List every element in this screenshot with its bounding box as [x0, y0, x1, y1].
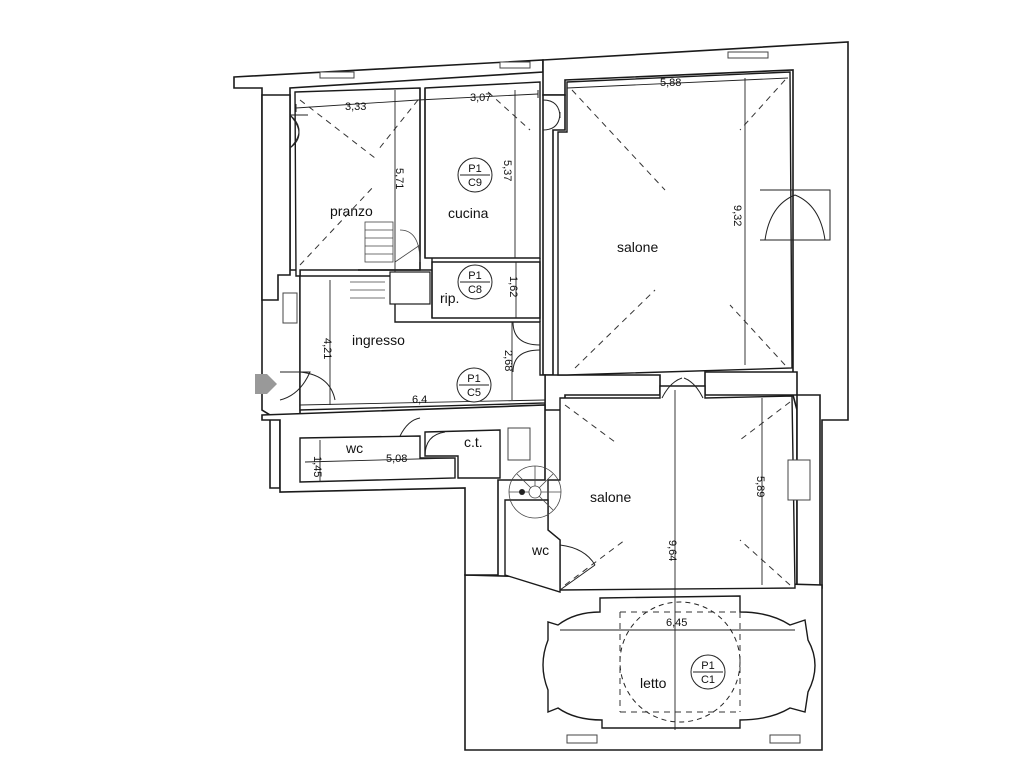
dimension-lines: [295, 77, 795, 730]
code-room-c5: C5: [467, 387, 481, 399]
wall-left-band: [261, 94, 291, 301]
room-label-salone-top: salone: [617, 239, 658, 255]
dim-6-45: 6,45: [666, 617, 687, 629]
ceiling-diagonals: [299, 79, 791, 586]
code-floor-c9: P1: [468, 163, 481, 175]
dim-1-62: 1,62: [507, 276, 519, 297]
doors: [279, 99, 831, 591]
dim-5-08: 5,08: [386, 453, 407, 465]
room-code-c1: P1 C1: [690, 654, 726, 690]
dim-9-32: 9,32: [731, 205, 743, 226]
stair-ingresso: [350, 281, 385, 299]
dim-5-88: 5,88: [660, 77, 681, 89]
code-floor-c1: P1: [701, 660, 714, 672]
spiral-stair: [508, 465, 562, 519]
dim-1-45: 1,45: [311, 456, 323, 477]
code-floor-c8: P1: [468, 270, 481, 282]
entrance-arrow-icon: [255, 374, 277, 394]
code-room-c9: C9: [468, 177, 482, 189]
dim-3-33: 3,33: [345, 101, 366, 113]
room-label-wc-center: wc: [531, 542, 549, 558]
dim-3-07: 3,07: [470, 92, 491, 104]
room-label-ingresso: ingresso: [352, 332, 405, 348]
code-room-c8: C8: [468, 284, 482, 296]
dim-6-4: 6,4: [412, 394, 427, 406]
room-label-pranzo: pranzo: [330, 203, 373, 219]
code-floor-c5: P1: [467, 373, 480, 385]
room-label-wc-left: wc: [345, 440, 363, 456]
wall-kitchen-salone: [542, 94, 566, 376]
dim-5-89: 5,89: [754, 476, 766, 497]
room-label-ct: c.t.: [464, 434, 483, 450]
dim-5-71: 5,71: [393, 168, 405, 189]
room-label-rip: rip.: [440, 290, 459, 306]
room-label-salone-bottom: salone: [590, 489, 631, 505]
code-room-c1: C1: [701, 674, 715, 686]
chimney-box: [507, 427, 531, 461]
room-area-salone-top: [557, 71, 793, 376]
dim-2-68: 2,68: [502, 350, 514, 371]
dim-5-37: 5,37: [501, 160, 513, 181]
room-area-wc-center: [504, 499, 561, 593]
windows: [282, 51, 811, 744]
dim-9-64: 9,64: [666, 540, 678, 561]
room-area-salone-bottom: [547, 385, 796, 591]
room-label-letto: letto: [640, 675, 667, 691]
dim-4-21: 4,21: [321, 338, 333, 359]
stair-top: [364, 221, 421, 263]
room-code-c9: P1 C9: [457, 157, 493, 193]
room-code-c8: P1 C8: [457, 264, 493, 300]
room-label-cucina: cucina: [448, 205, 489, 221]
wall-salone-divider-right: [704, 371, 798, 396]
room-code-c5: P1 C5: [456, 367, 492, 403]
room-area-letto: [542, 595, 816, 729]
spiral-stair-center-dot: [519, 489, 525, 495]
stair-void: [389, 271, 431, 305]
